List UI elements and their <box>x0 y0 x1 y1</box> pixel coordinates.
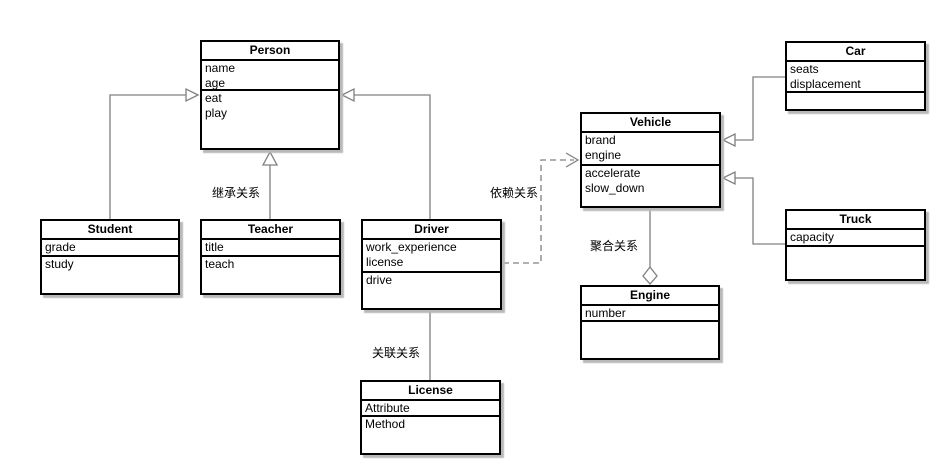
method-row: drive <box>366 273 393 287</box>
method-row: slow_down <box>585 181 645 195</box>
method-row: Method <box>365 417 406 431</box>
edge-truck-vehicle-inheritance <box>721 170 785 245</box>
attribute-row: capacity <box>790 230 835 244</box>
attribute-row: license <box>366 255 404 269</box>
attribute-row: displacement <box>790 77 861 91</box>
attribute-row: age <box>205 76 226 90</box>
method-row: accelerate <box>585 166 641 180</box>
class-box-driver: Driver work_experience license drive <box>361 219 502 310</box>
class-title: Car <box>787 43 924 62</box>
attribute-row: seats <box>790 62 819 76</box>
class-box-license: License Attribute Method <box>360 380 501 455</box>
hollow-triangle-arrowhead-icon <box>721 132 736 148</box>
class-box-car: Car seats displacement <box>785 41 926 111</box>
edge-vehicle-engine-aggregation <box>642 208 658 285</box>
class-title: Engine <box>582 287 718 306</box>
class-box-person: Person name age eat play <box>200 40 340 150</box>
hollow-diamond-icon <box>642 265 658 285</box>
edge-driver-vehicle-dependency <box>503 152 580 264</box>
attribute-row: number <box>585 306 626 320</box>
edge-car-vehicle-inheritance <box>721 76 785 148</box>
attribute-row: brand <box>585 133 616 147</box>
method-row: study <box>45 257 74 271</box>
hollow-triangle-arrowhead-icon <box>261 150 279 166</box>
edge-driver-person-inheritance <box>340 87 431 219</box>
edge-label-aggregation: 聚合关系 <box>590 239 639 253</box>
class-box-engine: Engine number <box>580 285 720 360</box>
attribute-row: Attribute <box>365 401 410 415</box>
hollow-triangle-arrowhead-icon <box>721 170 736 186</box>
hollow-triangle-arrowhead-icon <box>185 87 200 103</box>
class-box-teacher: Teacher title teach <box>200 219 341 295</box>
edge-teacher-person-inheritance <box>261 150 279 219</box>
attribute-row: engine <box>585 148 622 162</box>
class-title: License <box>362 382 499 401</box>
class-title: Driver <box>363 221 500 240</box>
class-title: Vehicle <box>582 114 719 133</box>
attribute-row: name <box>205 61 236 75</box>
attribute-row: title <box>205 240 224 254</box>
method-row: teach <box>205 257 235 271</box>
class-box-truck: Truck capacity <box>785 209 926 281</box>
method-row: eat <box>205 91 222 105</box>
edge-label-dependency: 依赖关系 <box>490 186 539 200</box>
class-title: Truck <box>787 211 924 230</box>
open-arrowhead-icon <box>565 152 580 168</box>
class-title: Person <box>202 42 338 61</box>
edge-label-inheritance: 继承关系 <box>212 186 261 200</box>
class-title: Teacher <box>202 221 339 240</box>
edge-student-person-inheritance <box>109 87 200 219</box>
class-box-student: Student grade study <box>40 219 180 295</box>
method-row: play <box>205 106 228 120</box>
class-title: Student <box>42 221 178 240</box>
attribute-row: grade <box>45 240 76 254</box>
class-box-vehicle: Vehicle brand engine accelerate slow_dow… <box>580 112 721 208</box>
edge-label-association: 关联关系 <box>372 346 421 360</box>
attribute-row: work_experience <box>366 240 457 254</box>
hollow-triangle-arrowhead-icon <box>340 87 355 103</box>
